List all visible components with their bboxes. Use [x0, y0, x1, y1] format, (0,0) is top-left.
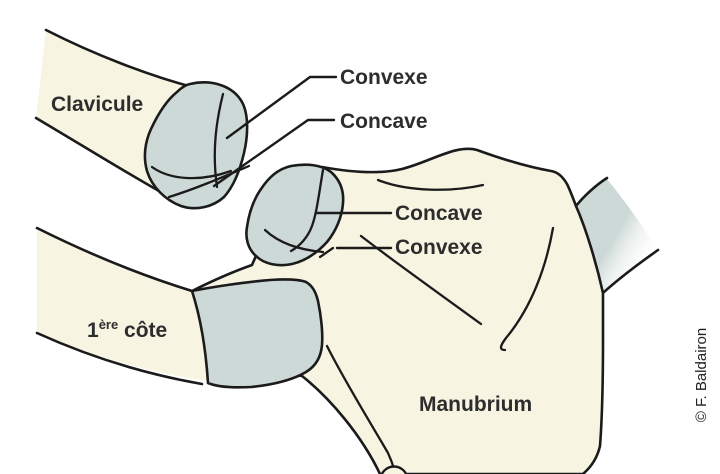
- clavicle-diagonal-line: [167, 164, 251, 199]
- wedge-upper-edge: [574, 176, 609, 208]
- label-mid-concave: Concave: [395, 202, 483, 225]
- clavicle-lower-edge: [34, 116, 168, 197]
- first-rib-cartilage: [190, 278, 324, 389]
- second-costal-circle: [380, 465, 408, 474]
- label-top-concave: Concave: [340, 110, 428, 133]
- wedge-lower-edge: [602, 248, 660, 294]
- first-rib-lower-edge: [35, 331, 204, 386]
- first-rib-shaft: [37, 228, 208, 381]
- clavicular-notch-ridge-line: [376, 178, 485, 191]
- clavicle-convex-surface-line: [213, 92, 225, 189]
- clavicle-upper-edge: [44, 28, 198, 90]
- first-rib-upper-edge: [35, 226, 194, 293]
- leader-top-concave: [212, 118, 336, 188]
- label-first-rib: 1ère côte: [87, 312, 167, 343]
- label-clavicle: Clavicule: [51, 93, 144, 116]
- clavicle-concave-surface-line: [150, 165, 233, 180]
- manubrium-j-line: [499, 226, 555, 352]
- notch-concave-surface-line: [289, 168, 325, 253]
- notch-accent-dash: [318, 246, 335, 259]
- costal-facet-line: [325, 344, 395, 468]
- label-top-convex: Convexe: [340, 66, 428, 89]
- notch-convex-surface-line: [263, 228, 325, 254]
- first-rib-number: 1: [87, 319, 99, 342]
- first-rib-word: côte: [118, 319, 168, 342]
- label-manubrium: Manubrium: [419, 393, 533, 416]
- first-rib-ordinal-sup: ère: [98, 317, 119, 332]
- author-credit: © F. Baldairon: [693, 327, 710, 423]
- manubrium-diagonal-line: [359, 234, 483, 326]
- leader-top-convex: [225, 75, 338, 140]
- label-mid-convex: Convexe: [395, 236, 483, 259]
